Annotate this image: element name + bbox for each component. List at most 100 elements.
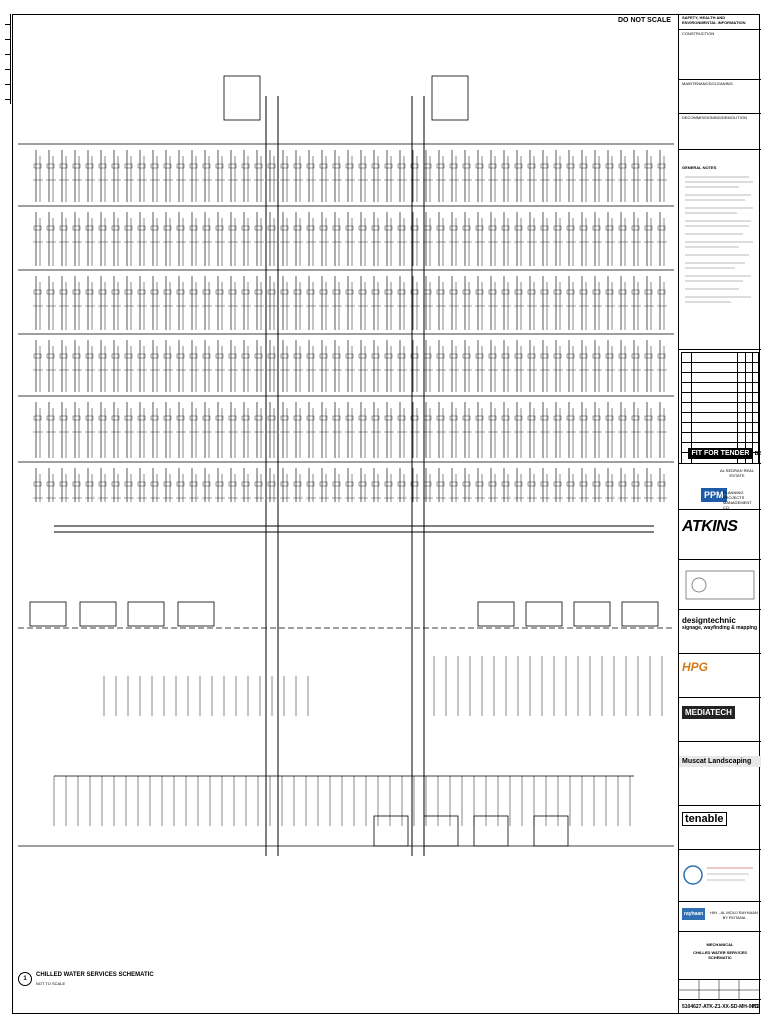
fcu-unit <box>566 163 575 169</box>
fcu-unit <box>241 353 250 359</box>
fcu-unit <box>371 163 380 169</box>
fcu-unit <box>228 163 237 169</box>
fcu-unit <box>98 289 107 295</box>
fcu-unit <box>137 163 146 169</box>
fcu-unit <box>527 289 536 295</box>
fcu-unit <box>514 225 523 231</box>
fcu-unit <box>332 289 341 295</box>
fcu-unit <box>514 289 523 295</box>
fcu-unit <box>345 415 354 421</box>
fcu-unit <box>475 289 484 295</box>
fcu-unit <box>137 353 146 359</box>
fcu-unit <box>98 163 107 169</box>
fcu-unit <box>540 225 549 231</box>
fcu-unit <box>527 353 536 359</box>
fcu-unit <box>150 415 159 421</box>
notes-text-lines <box>685 176 753 303</box>
ppm-logo: PPM <box>701 488 727 502</box>
fcu-unit <box>644 163 653 169</box>
fcu-unit <box>566 415 575 421</box>
fcu-unit <box>475 415 484 421</box>
fcu-unit <box>111 353 120 359</box>
drawing-scale: NOT TO SCALE <box>36 981 66 986</box>
fcu-unit <box>33 415 42 421</box>
rayhaan-logo: rayhaan <box>682 908 706 920</box>
fcu-unit <box>488 353 497 359</box>
fcu-unit <box>163 353 172 359</box>
fcu-unit <box>280 415 289 421</box>
fcu-unit <box>657 225 666 231</box>
fcu-unit <box>228 481 237 487</box>
fcu-unit <box>267 225 276 231</box>
fcu-unit <box>397 163 406 169</box>
fcu-unit <box>449 415 458 421</box>
fcu-unit <box>254 353 263 359</box>
ahu-unit <box>573 601 611 627</box>
fcu-unit <box>618 415 627 421</box>
fcu-unit <box>189 481 198 487</box>
fcu-unit <box>85 353 94 359</box>
fcu-unit <box>371 481 380 487</box>
fcu-unit <box>488 481 497 487</box>
fcu-unit <box>267 163 276 169</box>
fcu-unit <box>163 163 172 169</box>
designtechnic-logo: designtechnic <box>682 616 736 625</box>
fcu-unit <box>306 163 315 169</box>
sheet-ruler <box>4 14 11 104</box>
landscape-section: Muscat Landscaping <box>679 742 761 806</box>
fcu-unit <box>293 415 302 421</box>
fcu-unit <box>202 353 211 359</box>
drawing-number-row: 5104627-ATK-Z1-XX-SD-MH-0012 P3 <box>679 1000 761 1014</box>
general-notes-section: GENERAL NOTES <box>679 150 761 350</box>
fcu-unit <box>605 225 614 231</box>
fcu-unit <box>371 225 380 231</box>
fcu-unit <box>553 415 562 421</box>
status-bar: FIT FOR TENDER B2 <box>679 448 761 464</box>
fcu-unit <box>527 163 536 169</box>
fcu-unit <box>72 163 81 169</box>
fcu-unit <box>215 163 224 169</box>
fcu-unit <box>306 289 315 295</box>
fcu-unit <box>59 353 68 359</box>
fcu-unit <box>254 225 263 231</box>
fcu-unit <box>475 353 484 359</box>
sheet-info-grid <box>679 980 761 1000</box>
fcu-unit <box>306 225 315 231</box>
fcu-unit <box>46 481 55 487</box>
maintenance-section: MAINTENANCE/CLEANING <box>679 80 761 114</box>
drawing-number: 5104627-ATK-Z1-XX-SD-MH-0012 <box>682 1004 760 1010</box>
fcu-unit <box>657 163 666 169</box>
fcu-unit <box>397 353 406 359</box>
chiller-unit <box>473 815 509 847</box>
fcu-unit <box>605 163 614 169</box>
fcu-unit <box>462 289 471 295</box>
fcu-unit <box>410 481 419 487</box>
fcu-unit <box>150 289 159 295</box>
fcu-unit <box>410 289 419 295</box>
fcu-unit <box>540 415 549 421</box>
fcu-unit <box>475 225 484 231</box>
ahu-unit <box>525 601 563 627</box>
fcu-unit <box>306 415 315 421</box>
developer-section <box>679 850 761 902</box>
fcu-unit <box>59 225 68 231</box>
fcu-unit <box>46 163 55 169</box>
fcu-unit <box>631 415 640 421</box>
fcu-unit <box>319 225 328 231</box>
fcu-unit <box>189 353 198 359</box>
fcu-unit <box>137 481 146 487</box>
ahu-unit <box>79 601 117 627</box>
discipline-label: MECHANICAL <box>706 942 734 947</box>
fcu-unit <box>384 415 393 421</box>
fcu-unit <box>410 415 419 421</box>
fcu-unit <box>644 289 653 295</box>
fcu-unit <box>137 289 146 295</box>
fcu-unit <box>111 163 120 169</box>
ahu-unit <box>477 601 515 627</box>
designtechnic-tagline: signage, wayfinding & mapping <box>682 625 758 631</box>
mediatech-logo: MEDIATECH <box>682 706 735 719</box>
fcu-unit <box>85 225 94 231</box>
fcu-unit <box>189 415 198 421</box>
fcu-unit <box>202 481 211 487</box>
fcu-unit <box>618 353 627 359</box>
